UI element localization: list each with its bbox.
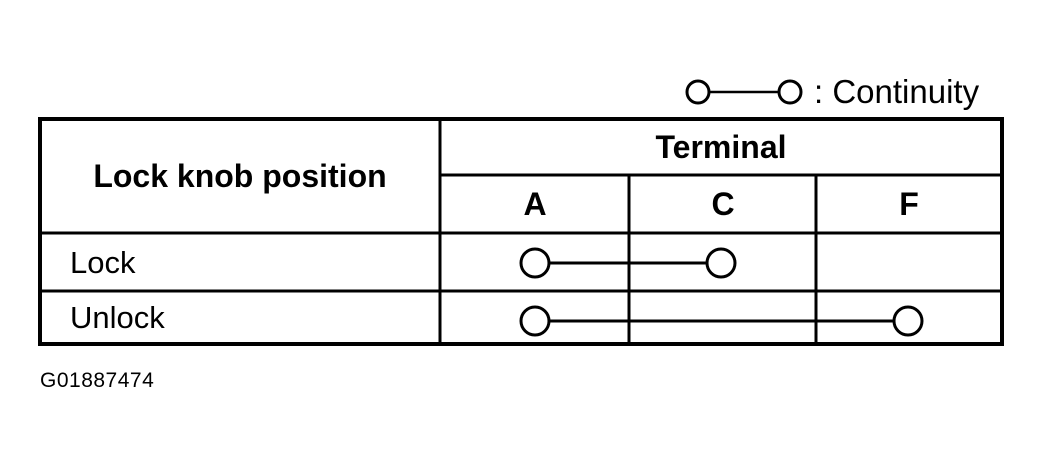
terminal-c-header: C	[711, 186, 735, 222]
legend-label: : Continuity	[814, 73, 980, 110]
continuity-symbol-icon	[685, 79, 803, 105]
legend: : Continuity	[684, 72, 979, 112]
header-terminal: Terminal	[655, 129, 787, 165]
figure-code: G01887474	[40, 369, 155, 392]
continuity-table: Lock knob position Terminal A C F Lock U…	[38, 117, 1004, 346]
row-label-lock: Lock	[70, 244, 136, 280]
unlock-row-continuity	[519, 305, 924, 337]
lock-row-continuity	[519, 247, 737, 279]
terminal-a-header: A	[523, 186, 547, 222]
terminal-f-header: F	[899, 186, 919, 222]
table-grid	[38, 117, 1004, 346]
row-label-unlock: Unlock	[70, 300, 165, 335]
header-lock-knob-position: Lock knob position	[93, 157, 387, 194]
